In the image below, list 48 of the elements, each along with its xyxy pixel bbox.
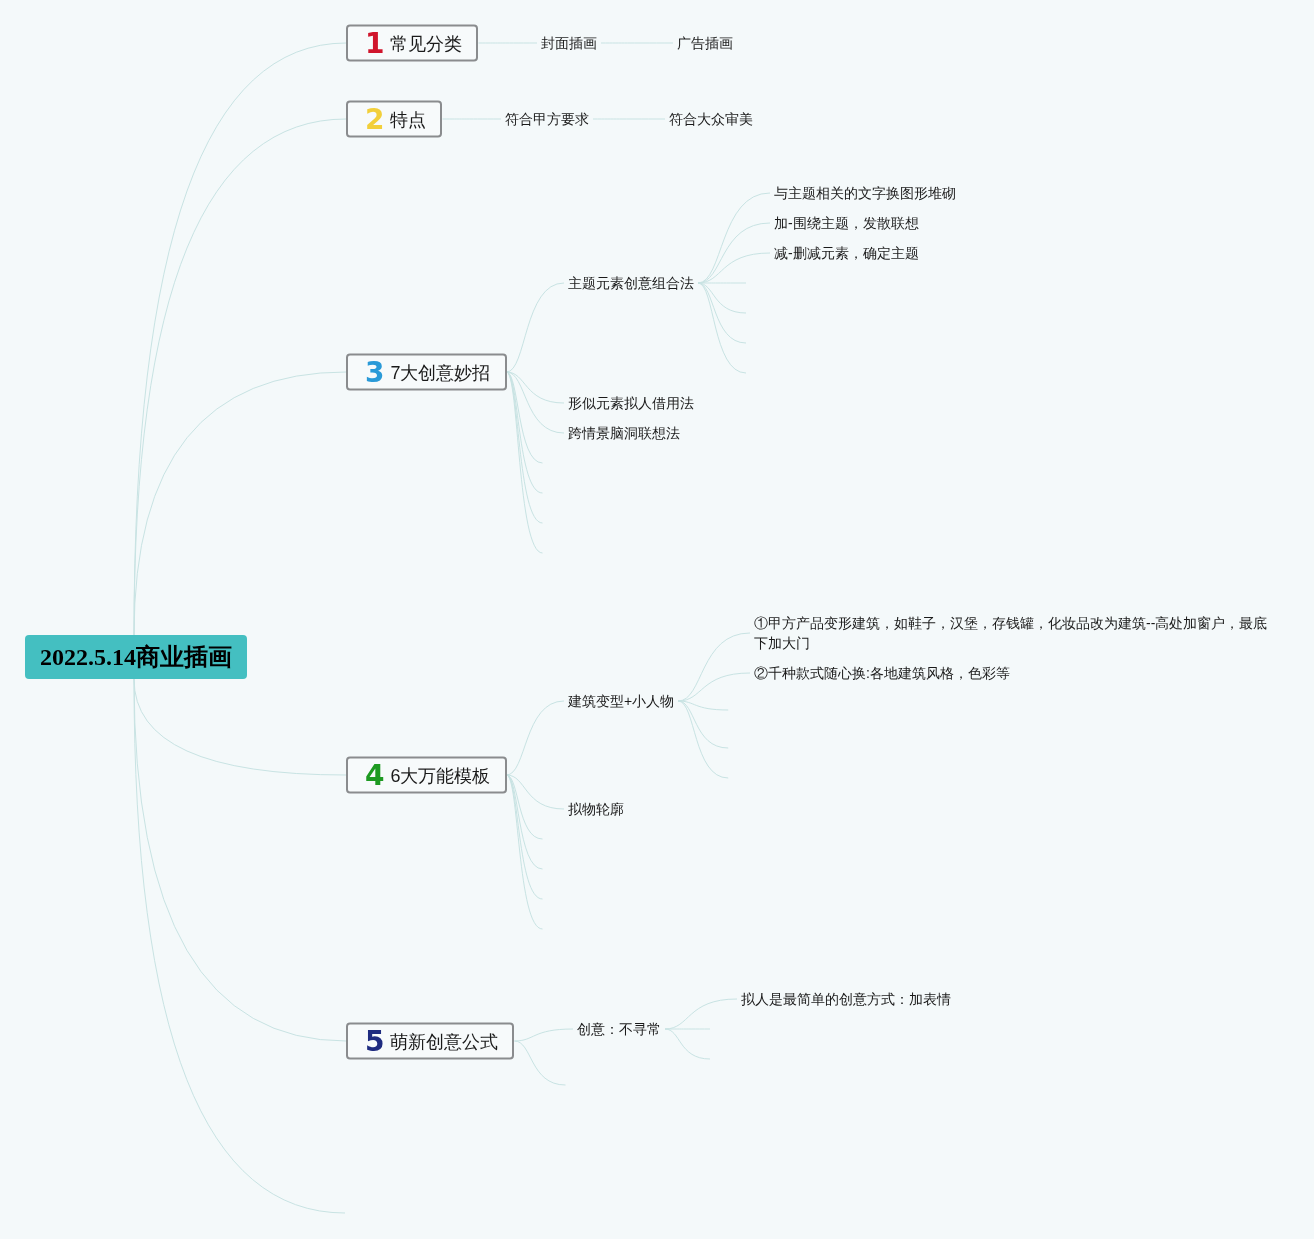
branch-line xyxy=(506,371,543,554)
subtopic-text: 跨情景脑洞联想法 xyxy=(564,421,684,445)
branch-line xyxy=(697,282,747,374)
subtopic-text: 封面插画 xyxy=(537,31,601,55)
branch-line xyxy=(506,371,565,434)
central-topic: 2022.5.14商业插画 xyxy=(25,635,247,679)
subtopic-text: 减-删减元素，确定主题 xyxy=(770,241,923,265)
topic-number: 2 xyxy=(365,105,385,133)
topic-box xyxy=(346,353,507,391)
topic-label: 萌新创意公式 xyxy=(390,1032,499,1050)
topic-label: 常见分类 xyxy=(390,34,463,52)
branch-line xyxy=(506,774,565,810)
subtopic-text: ②千种款式随心换:各地建筑风格，色彩等 xyxy=(750,661,1014,685)
subtopic-text: ①甲方产品变形建筑，如鞋子，汉堡，存钱罐，化妆品改为建筑--高处加窗户，最底下加大门 xyxy=(750,611,1280,655)
topic-label: 7大创意妙招 xyxy=(390,363,491,381)
branch-line xyxy=(133,371,347,636)
topic-box xyxy=(346,756,507,794)
branch-line xyxy=(506,371,543,464)
branch-line xyxy=(514,1028,574,1042)
branch-line xyxy=(514,1040,566,1086)
subtopic-text: 符合大众审美 xyxy=(665,107,757,131)
topic-box xyxy=(346,1022,515,1060)
topic-box xyxy=(346,100,443,138)
subtopic-text: 创意：不寻常 xyxy=(573,1017,665,1041)
topic-number: 1 xyxy=(365,29,385,57)
topic-number: 3 xyxy=(365,358,385,386)
subtopic-text: 拟物轮廓 xyxy=(564,797,628,821)
subtopic-text: 符合甲方要求 xyxy=(501,107,593,131)
subtopic-text: 拟人是最简单的创意方式：加表情 xyxy=(737,987,955,1011)
subtopic-text: 建筑变型+小人物 xyxy=(564,689,679,713)
topic-label: 特点 xyxy=(390,110,427,128)
subtopic-text: 形似元素拟人借用法 xyxy=(564,391,698,415)
branch-line xyxy=(506,371,543,524)
subtopic-text: 主题元素创意组合法 xyxy=(564,271,698,295)
branch-line xyxy=(664,1028,711,1060)
branch-line xyxy=(133,678,346,1214)
branch-line xyxy=(677,700,729,711)
branch-line xyxy=(506,700,565,776)
topic-label: 6大万能模板 xyxy=(390,766,491,784)
topic-number: 5 xyxy=(365,1027,385,1055)
subtopic-text: 与主题相关的文字换图形堆砌 xyxy=(770,181,960,205)
branch-line xyxy=(677,700,729,779)
branch-line xyxy=(506,282,565,373)
subtopic-text: 广告插画 xyxy=(673,31,737,55)
subtopic-text: 加-围绕主题，发散联想 xyxy=(770,211,923,235)
branch-line xyxy=(506,774,543,930)
topic-number: 4 xyxy=(365,761,385,789)
topic-box xyxy=(346,24,479,62)
